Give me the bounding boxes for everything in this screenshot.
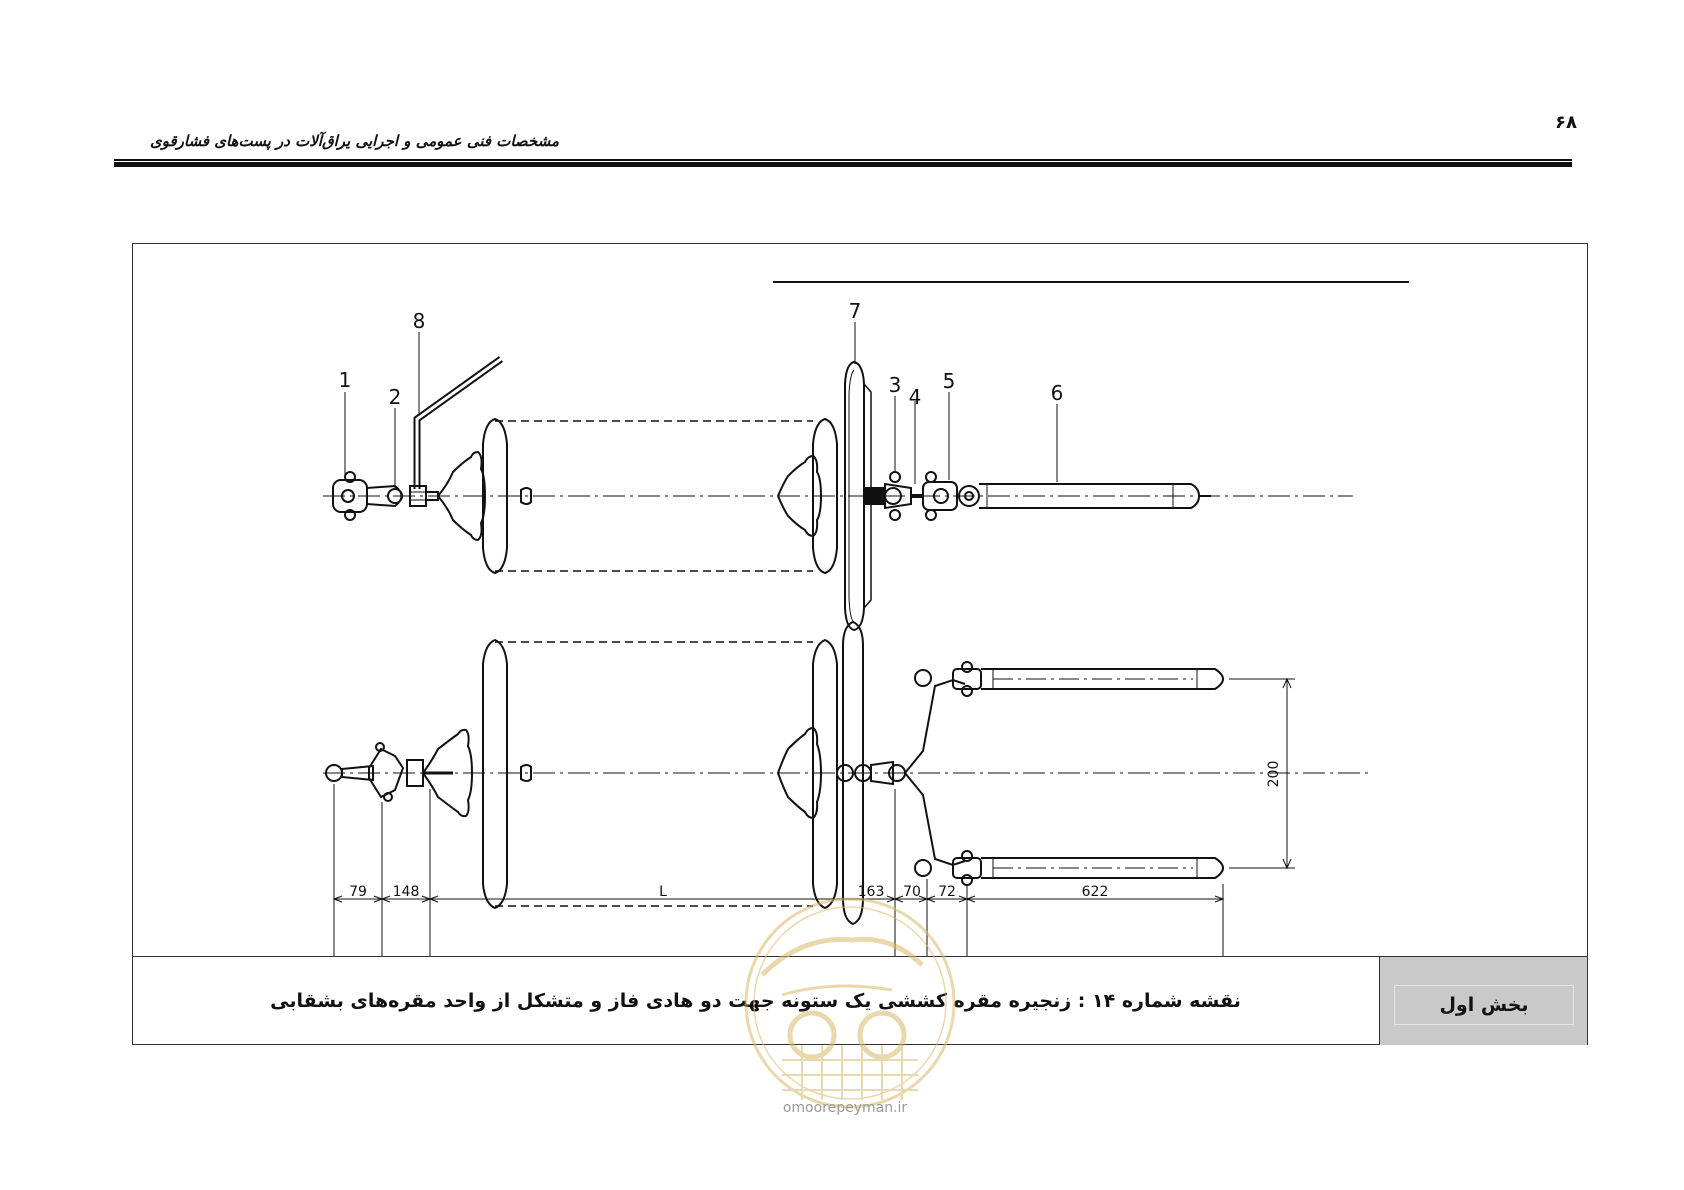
figure-frame: 1 2 8 7 3 4 5 6 79 148 L 163 70 72 622 2… (132, 243, 1588, 1045)
part-label-7: 7 (849, 299, 862, 323)
caption-row: نقشه شماره ۱۴ : زنجیره مقره کششی یک ستون… (132, 956, 1588, 1045)
watermark-url: omoorepeyman.ir (782, 1100, 908, 1116)
part-label-2: 2 (389, 385, 402, 409)
part-label-5: 5 (943, 369, 956, 393)
section-label: بخش اول (1439, 994, 1529, 1016)
header-rule-thick (114, 162, 1572, 167)
section-cell: بخش اول (1380, 957, 1587, 1045)
dim-79: 79 (349, 884, 367, 900)
dim-148: 148 (393, 884, 420, 900)
insulator-string-drawing: 1 2 8 7 3 4 5 6 79 148 L 163 70 72 622 2… (323, 281, 1409, 956)
dim-622: 622 (1082, 884, 1109, 900)
caption-cell: نقشه شماره ۱۴ : زنجیره مقره کششی یک ستون… (132, 957, 1380, 1045)
section-label-box: بخش اول (1394, 985, 1574, 1025)
dim-72: 72 (938, 884, 956, 900)
dim-L: L (659, 884, 667, 900)
part-label-4: 4 (909, 385, 922, 409)
page-number: ۶۸ (1555, 112, 1577, 133)
part-label-1: 1 (339, 368, 352, 392)
header-rule-thin (114, 159, 1572, 161)
dim-200: 200 (1266, 761, 1282, 788)
watermark-logo (744, 897, 956, 1109)
header-title: مشخصات فنی عمومی و اجرایی یراق‌آلات در پ… (150, 132, 560, 150)
part-label-6: 6 (1051, 381, 1064, 405)
part-label-3: 3 (889, 373, 902, 397)
figure-caption: نقشه شماره ۱۴ : زنجیره مقره کششی یک ستون… (270, 990, 1241, 1012)
dim-163: 163 (858, 884, 885, 900)
part-label-8: 8 (413, 309, 426, 333)
part-1-pin (341, 489, 355, 503)
dim-70: 70 (903, 884, 921, 900)
